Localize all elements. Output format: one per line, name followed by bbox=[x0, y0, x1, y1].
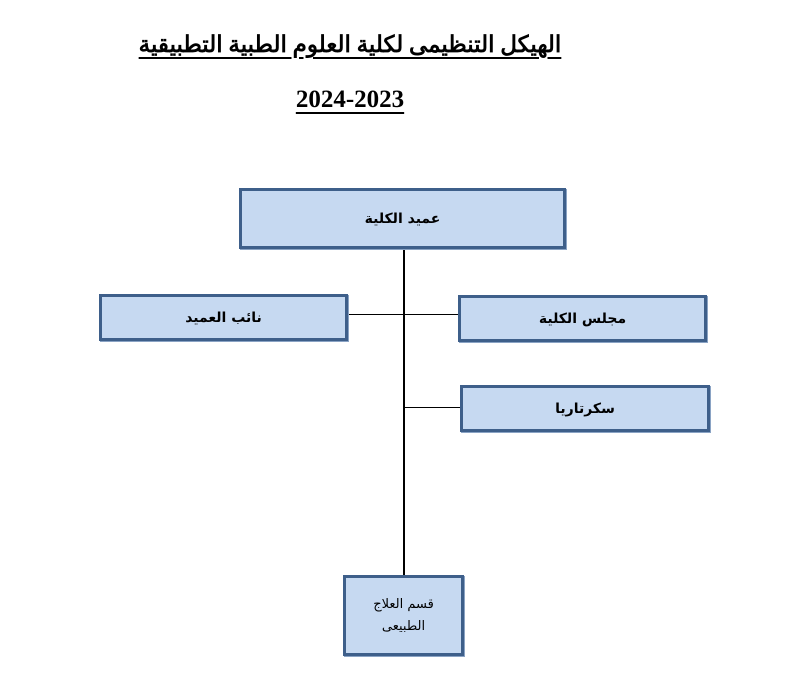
chart-title: الهيكل التنظيمى لكلية العلوم الطبية التط… bbox=[138, 32, 562, 57]
vice-dean-connector bbox=[346, 314, 404, 315]
department-box: قسم العلاج الطبيعى bbox=[343, 575, 464, 656]
college-council-label: مجلس الكلية bbox=[538, 310, 627, 327]
department-label: قسم العلاج الطبيعى bbox=[373, 596, 434, 634]
secretariat-connector bbox=[404, 407, 463, 408]
dean-label: عميد الكلية bbox=[364, 210, 441, 227]
academic-year: 2024-2023 bbox=[295, 86, 405, 113]
vice-dean-box: نائب العميد bbox=[99, 294, 348, 341]
dean-box: عميد الكلية bbox=[239, 188, 566, 249]
vice-dean-label: نائب العميد bbox=[185, 309, 262, 326]
secretariat-label: سكرتاريا bbox=[555, 400, 615, 417]
main-vertical-connector bbox=[403, 247, 405, 577]
secretariat-box: سكرتاريا bbox=[460, 385, 710, 432]
council-connector bbox=[404, 314, 461, 315]
college-council-box: مجلس الكلية bbox=[458, 295, 707, 342]
